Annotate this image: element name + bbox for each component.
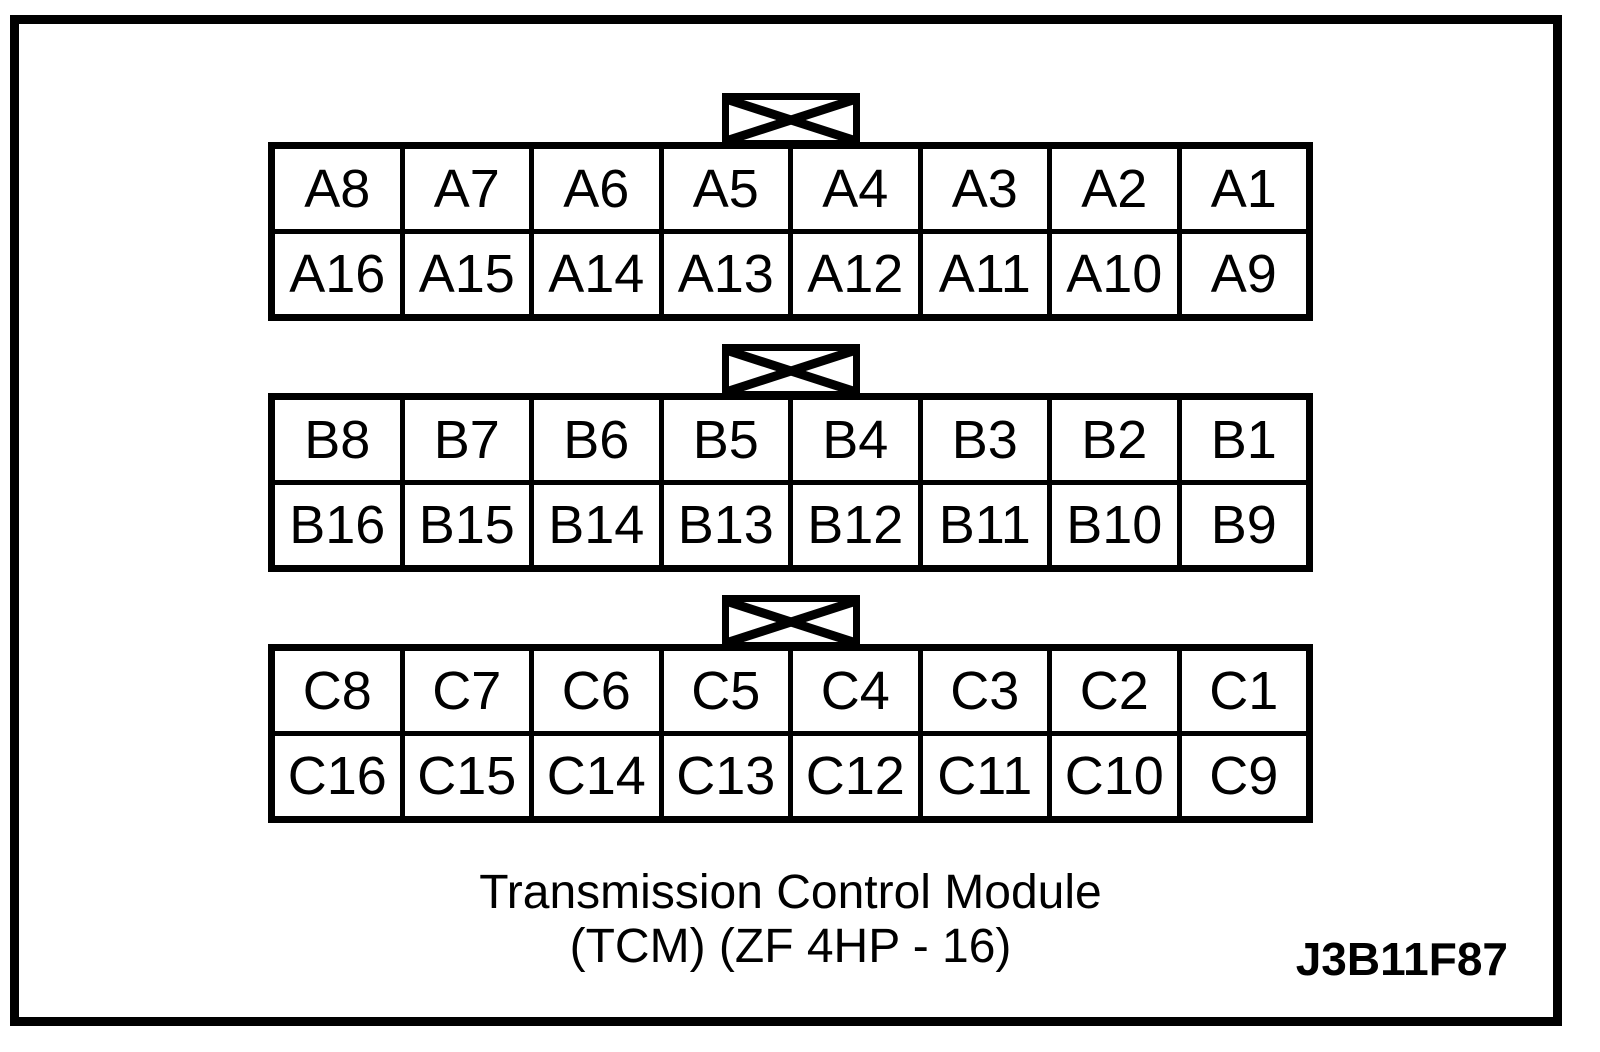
diagram-border — [10, 15, 1562, 1026]
pin-cell-a16: A16 — [275, 234, 400, 314]
pin-cell-a1: A1 — [1181, 149, 1306, 229]
pin-cell-a4: A4 — [793, 149, 918, 229]
pin-cell-a12: A12 — [793, 234, 918, 314]
caption-line-1: Transmission Control Module — [479, 866, 1102, 919]
pin-cell-c16: C16 — [275, 736, 400, 816]
pin-cell-c15: C15 — [404, 736, 529, 816]
pin-cell-a13: A13 — [663, 234, 788, 314]
pin-cell-b12: B12 — [793, 485, 918, 565]
pin-cell-b7: B7 — [404, 400, 529, 480]
pin-cell-a11: A11 — [922, 234, 1047, 314]
pin-cell-b11: B11 — [922, 485, 1047, 565]
pin-cell-b8: B8 — [275, 400, 400, 480]
pin-cell-c5: C5 — [663, 651, 788, 731]
pin-cell-c6: C6 — [534, 651, 659, 731]
pin-cell-a8: A8 — [275, 149, 400, 229]
pin-cell-b3: B3 — [922, 400, 1047, 480]
caption-line-2: (TCM) (ZF 4HP - 16) — [569, 920, 1012, 973]
connector-key-icon — [721, 595, 860, 649]
pin-cell-a15: A15 — [404, 234, 529, 314]
bowtie-x-icon — [728, 100, 853, 140]
pin-cell-a3: A3 — [922, 149, 1047, 229]
connector-key-icon — [721, 93, 860, 147]
pin-cell-c10: C10 — [1052, 736, 1177, 816]
pin-cell-c3: C3 — [922, 651, 1047, 731]
pin-cell-b10: B10 — [1052, 485, 1177, 565]
pin-cell-a5: A5 — [663, 149, 788, 229]
pin-cell-b2: B2 — [1052, 400, 1177, 480]
pin-cell-b13: B13 — [663, 485, 788, 565]
pin-cell-c13: C13 — [663, 736, 788, 816]
bowtie-x-icon — [728, 602, 853, 642]
connector-key-icon — [721, 344, 860, 398]
pin-cell-b16: B16 — [275, 485, 400, 565]
pin-cell-c9: C9 — [1181, 736, 1306, 816]
pin-cell-b9: B9 — [1181, 485, 1306, 565]
pin-cell-c1: C1 — [1181, 651, 1306, 731]
pin-cell-b1: B1 — [1181, 400, 1306, 480]
pin-cell-c2: C2 — [1052, 651, 1177, 731]
pin-cell-b5: B5 — [663, 400, 788, 480]
pin-cell-a7: A7 — [404, 149, 529, 229]
pin-cell-c12: C12 — [793, 736, 918, 816]
pin-cell-c14: C14 — [534, 736, 659, 816]
pin-cell-a10: A10 — [1052, 234, 1177, 314]
pin-cell-b15: B15 — [404, 485, 529, 565]
pin-cell-a2: A2 — [1052, 149, 1177, 229]
bowtie-x-icon — [728, 351, 853, 391]
pin-cell-b4: B4 — [793, 400, 918, 480]
pin-cell-c8: C8 — [275, 651, 400, 731]
pin-cell-b6: B6 — [534, 400, 659, 480]
pin-cell-c11: C11 — [922, 736, 1047, 816]
figure-code: J3B11F87 — [1295, 933, 1508, 985]
pin-cell-c4: C4 — [793, 651, 918, 731]
pin-cell-b14: B14 — [534, 485, 659, 565]
pin-cell-c7: C7 — [404, 651, 529, 731]
pin-cell-a14: A14 — [534, 234, 659, 314]
pin-cell-a6: A6 — [534, 149, 659, 229]
pin-cell-a9: A9 — [1181, 234, 1306, 314]
diagram-caption: Transmission Control Module (TCM) (ZF 4H… — [268, 866, 1313, 974]
